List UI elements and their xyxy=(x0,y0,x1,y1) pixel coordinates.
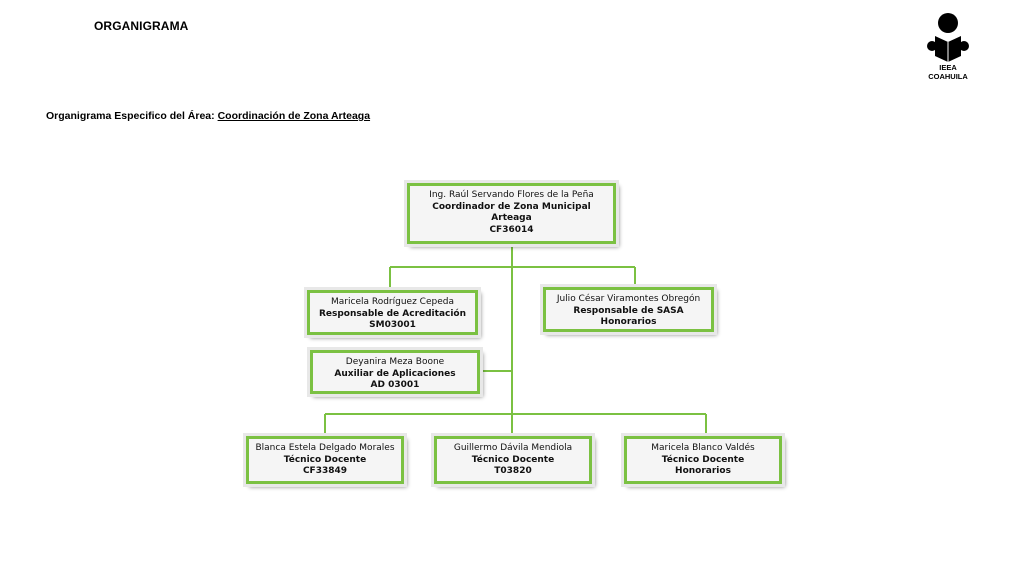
node-code: AD 03001 xyxy=(370,380,420,390)
subtitle-prefix: Organigrama Especifico del Área: xyxy=(46,110,215,122)
node-role: Técnico Docente xyxy=(661,454,745,465)
node-code: Honorarios xyxy=(675,466,731,476)
logo-line-1: IEEA xyxy=(939,63,957,72)
node-name: Julio César Viramontes Obregón xyxy=(556,294,701,304)
ieea-logo: IEEA COAHUILA xyxy=(918,12,978,84)
page-title: ORGANIGRAMA xyxy=(94,19,189,33)
node-role: Responsable de SASA xyxy=(573,305,684,316)
node-code: CF36014 xyxy=(489,224,534,235)
node-role: Responsable de Acreditación xyxy=(318,308,467,319)
node-aplicaciones: Deyanira Meza Boone Auxiliar de Aplicaci… xyxy=(307,347,483,397)
node-name: Maricela Rodríguez Cepeda xyxy=(331,297,454,307)
node-docente-3: Maricela Blanco Valdés Técnico Docente H… xyxy=(621,433,785,487)
node-docente-1: Blanca Estela Delgado Morales Técnico Do… xyxy=(243,433,407,487)
subtitle-area: Coordinación de Zona Arteaga xyxy=(217,110,371,122)
node-name: Ing. Raúl Servando Flores de la Peña xyxy=(429,190,594,200)
node-role: Coordinador de Zona Municipal Arteaga xyxy=(432,201,591,224)
node-role: Técnico Docente xyxy=(471,454,555,465)
node-acreditacion: Maricela Rodríguez Cepeda Responsable de… xyxy=(304,287,481,338)
node-coordinator: Ing. Raúl Servando Flores de la Peña Coo… xyxy=(404,180,619,247)
logo-text: IEEA COAHUILA xyxy=(918,63,978,81)
node-code: CF33849 xyxy=(302,466,348,476)
node-code: T03820 xyxy=(494,466,532,476)
node-role: Técnico Docente xyxy=(283,454,367,465)
node-name: Maricela Blanco Valdés xyxy=(651,443,755,453)
reader-icon xyxy=(927,13,969,62)
node-docente-2: Guillermo Dávila Mendiola Técnico Docent… xyxy=(431,433,595,487)
chart-subtitle: Organigrama Especifico del Área: Coordin… xyxy=(46,110,370,122)
logo-line-2: COAHUILA xyxy=(928,72,968,81)
node-code: Honorarios xyxy=(600,317,657,327)
node-name: Deyanira Meza Boone xyxy=(345,357,445,367)
node-code: SM03001 xyxy=(369,320,416,330)
node-sasa: Julio César Viramontes Obregón Responsab… xyxy=(540,284,717,335)
node-name: Blanca Estela Delgado Morales xyxy=(255,443,395,453)
node-name: Guillermo Dávila Mendiola xyxy=(453,443,573,453)
node-role: Auxiliar de Aplicaciones xyxy=(334,368,456,379)
